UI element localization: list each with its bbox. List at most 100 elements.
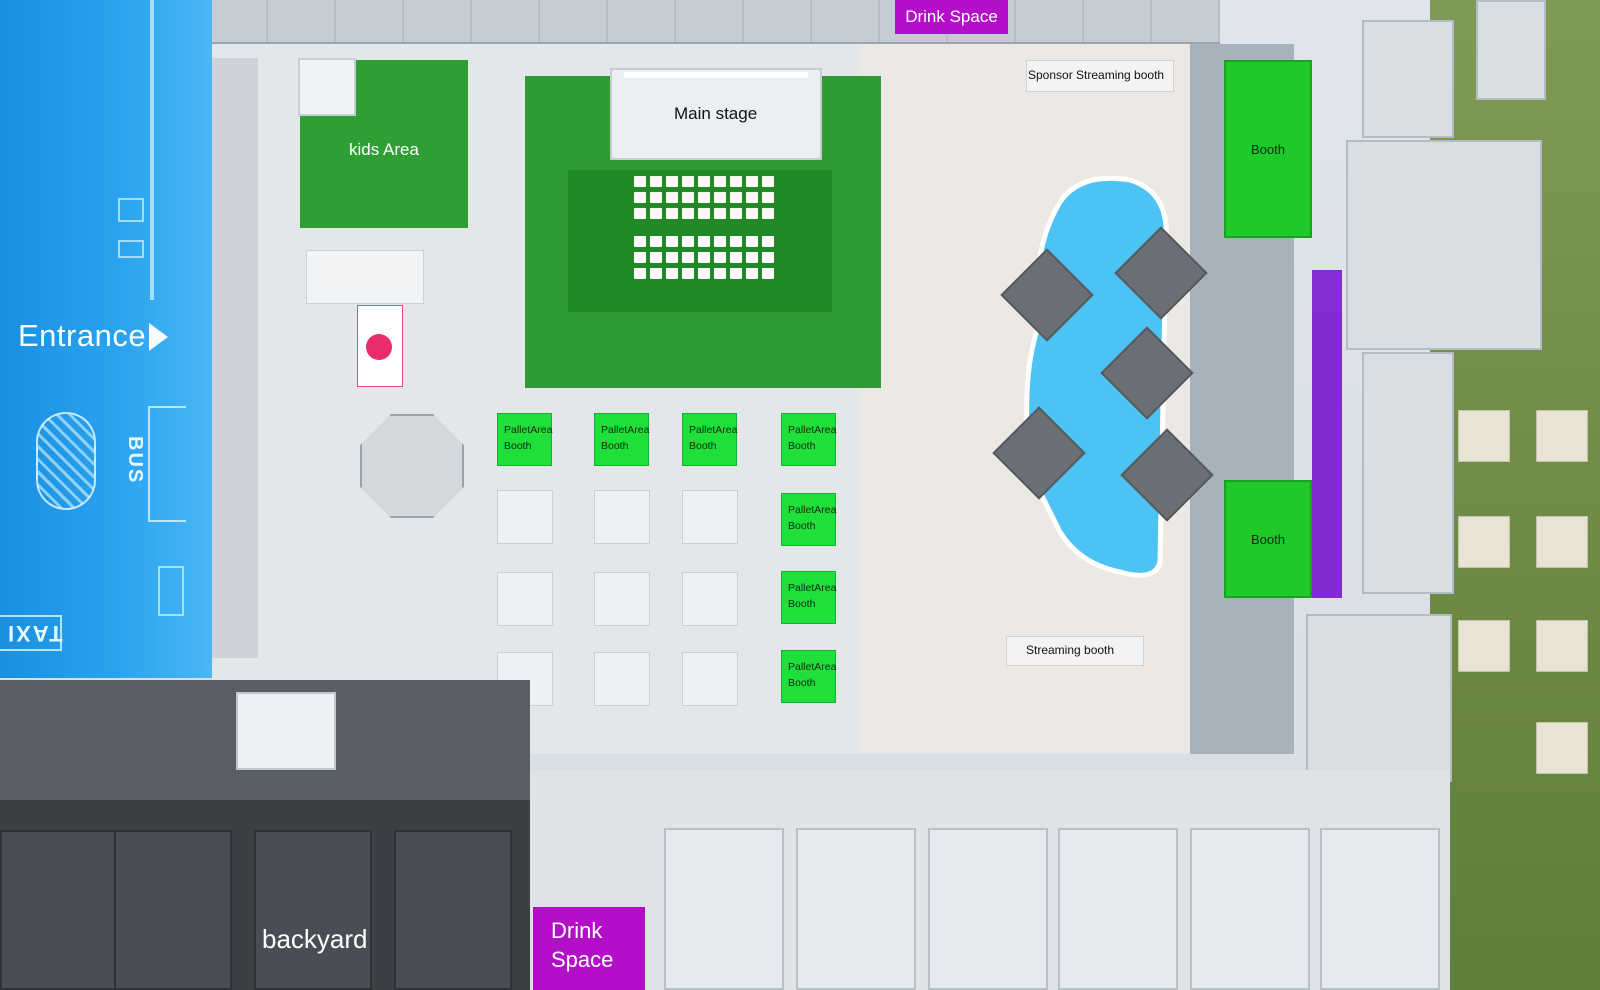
audience-seat	[746, 236, 758, 247]
building	[1346, 140, 1542, 350]
tent	[1458, 410, 1510, 462]
audience-seat	[634, 208, 646, 219]
streaming-booth	[1006, 636, 1144, 666]
tent	[1536, 620, 1588, 672]
audience-seat	[762, 252, 774, 263]
building	[1476, 0, 1546, 100]
audience-seat	[730, 192, 742, 203]
lane-marker	[118, 198, 144, 222]
tent	[682, 652, 738, 706]
audience-seat	[730, 208, 742, 219]
building	[1058, 828, 1178, 990]
entrance-arrow-icon	[149, 323, 168, 351]
audience-area	[568, 170, 832, 312]
roof	[394, 830, 512, 990]
sponsor-signboard	[357, 305, 403, 387]
audience-seat	[698, 176, 710, 187]
audience-seat	[698, 192, 710, 203]
lounge-octagon	[360, 414, 464, 518]
audience-seat	[682, 208, 694, 219]
tent	[497, 572, 553, 626]
purple-strip	[1312, 270, 1342, 598]
audience-seat	[634, 192, 646, 203]
taxi-label: TAXI	[6, 621, 63, 646]
backyard-label: backyard	[262, 924, 368, 954]
audience-seat	[650, 176, 662, 187]
sponsor-streaming-booth-label: Sponsor Streaming booth	[1028, 68, 1165, 82]
audience-seat	[730, 176, 742, 187]
building	[796, 828, 916, 990]
streaming-booth-label: Streaming booth	[1026, 643, 1115, 657]
audience-seat	[762, 176, 774, 187]
audience-seat	[634, 268, 646, 279]
audience-seat	[666, 176, 678, 187]
lane-marker	[118, 240, 144, 258]
audience-seat	[634, 252, 646, 263]
audience-seat	[682, 236, 694, 247]
building	[664, 828, 784, 990]
audience-seat	[730, 252, 742, 263]
stage-truss	[624, 72, 808, 78]
tent	[497, 490, 553, 544]
audience-seat	[666, 252, 678, 263]
sponsor-streaming-booth	[1026, 60, 1174, 92]
building	[1362, 20, 1454, 138]
kids-building	[298, 58, 356, 116]
roof	[0, 830, 118, 990]
building	[928, 828, 1048, 990]
audience-seat	[682, 192, 694, 203]
audience-seat	[666, 208, 678, 219]
lane-marker	[158, 566, 184, 616]
audience-seat	[698, 252, 710, 263]
taxi-stand	[0, 615, 62, 651]
drink-space-bottom-line2: Space	[551, 947, 614, 972]
building	[1306, 614, 1452, 782]
audience-seat	[746, 208, 758, 219]
audience-seat	[714, 192, 726, 203]
tent	[1536, 722, 1588, 774]
drink-space-bottom: Drink Space	[533, 907, 645, 990]
audience-seat	[746, 192, 758, 203]
drink-space-bottom-line1: Drink	[551, 918, 603, 943]
audience-seat	[634, 176, 646, 187]
audience-seat	[666, 236, 678, 247]
audience-seat	[730, 236, 742, 247]
audience-seat	[650, 208, 662, 219]
audience-seat	[682, 252, 694, 263]
booth-bottom: Booth	[1224, 480, 1312, 598]
booth-top: Booth	[1224, 60, 1312, 238]
audience-seat	[650, 236, 662, 247]
audience-seat	[714, 236, 726, 247]
audience-seat	[650, 192, 662, 203]
audience-seat	[634, 236, 646, 247]
entrance-zone	[0, 0, 212, 678]
tent	[682, 490, 738, 544]
balloon-icon	[366, 334, 392, 360]
left-wall	[212, 58, 258, 658]
drink-space-top: Drink Space	[895, 0, 1008, 34]
main-stage-label: Main stage	[674, 104, 758, 123]
audience-seat	[698, 208, 710, 219]
audience-seat	[762, 192, 774, 203]
audience-seat	[746, 176, 758, 187]
audience-seat	[714, 252, 726, 263]
tent	[1536, 516, 1588, 568]
roof	[254, 830, 372, 990]
audience-seat	[714, 208, 726, 219]
tent	[682, 572, 738, 626]
audience-seat	[682, 268, 694, 279]
audience-seat	[666, 268, 678, 279]
audience-seat	[730, 268, 742, 279]
audience-seat	[762, 268, 774, 279]
tent	[594, 572, 650, 626]
tent	[594, 490, 650, 544]
tent	[1458, 516, 1510, 568]
tent	[594, 652, 650, 706]
